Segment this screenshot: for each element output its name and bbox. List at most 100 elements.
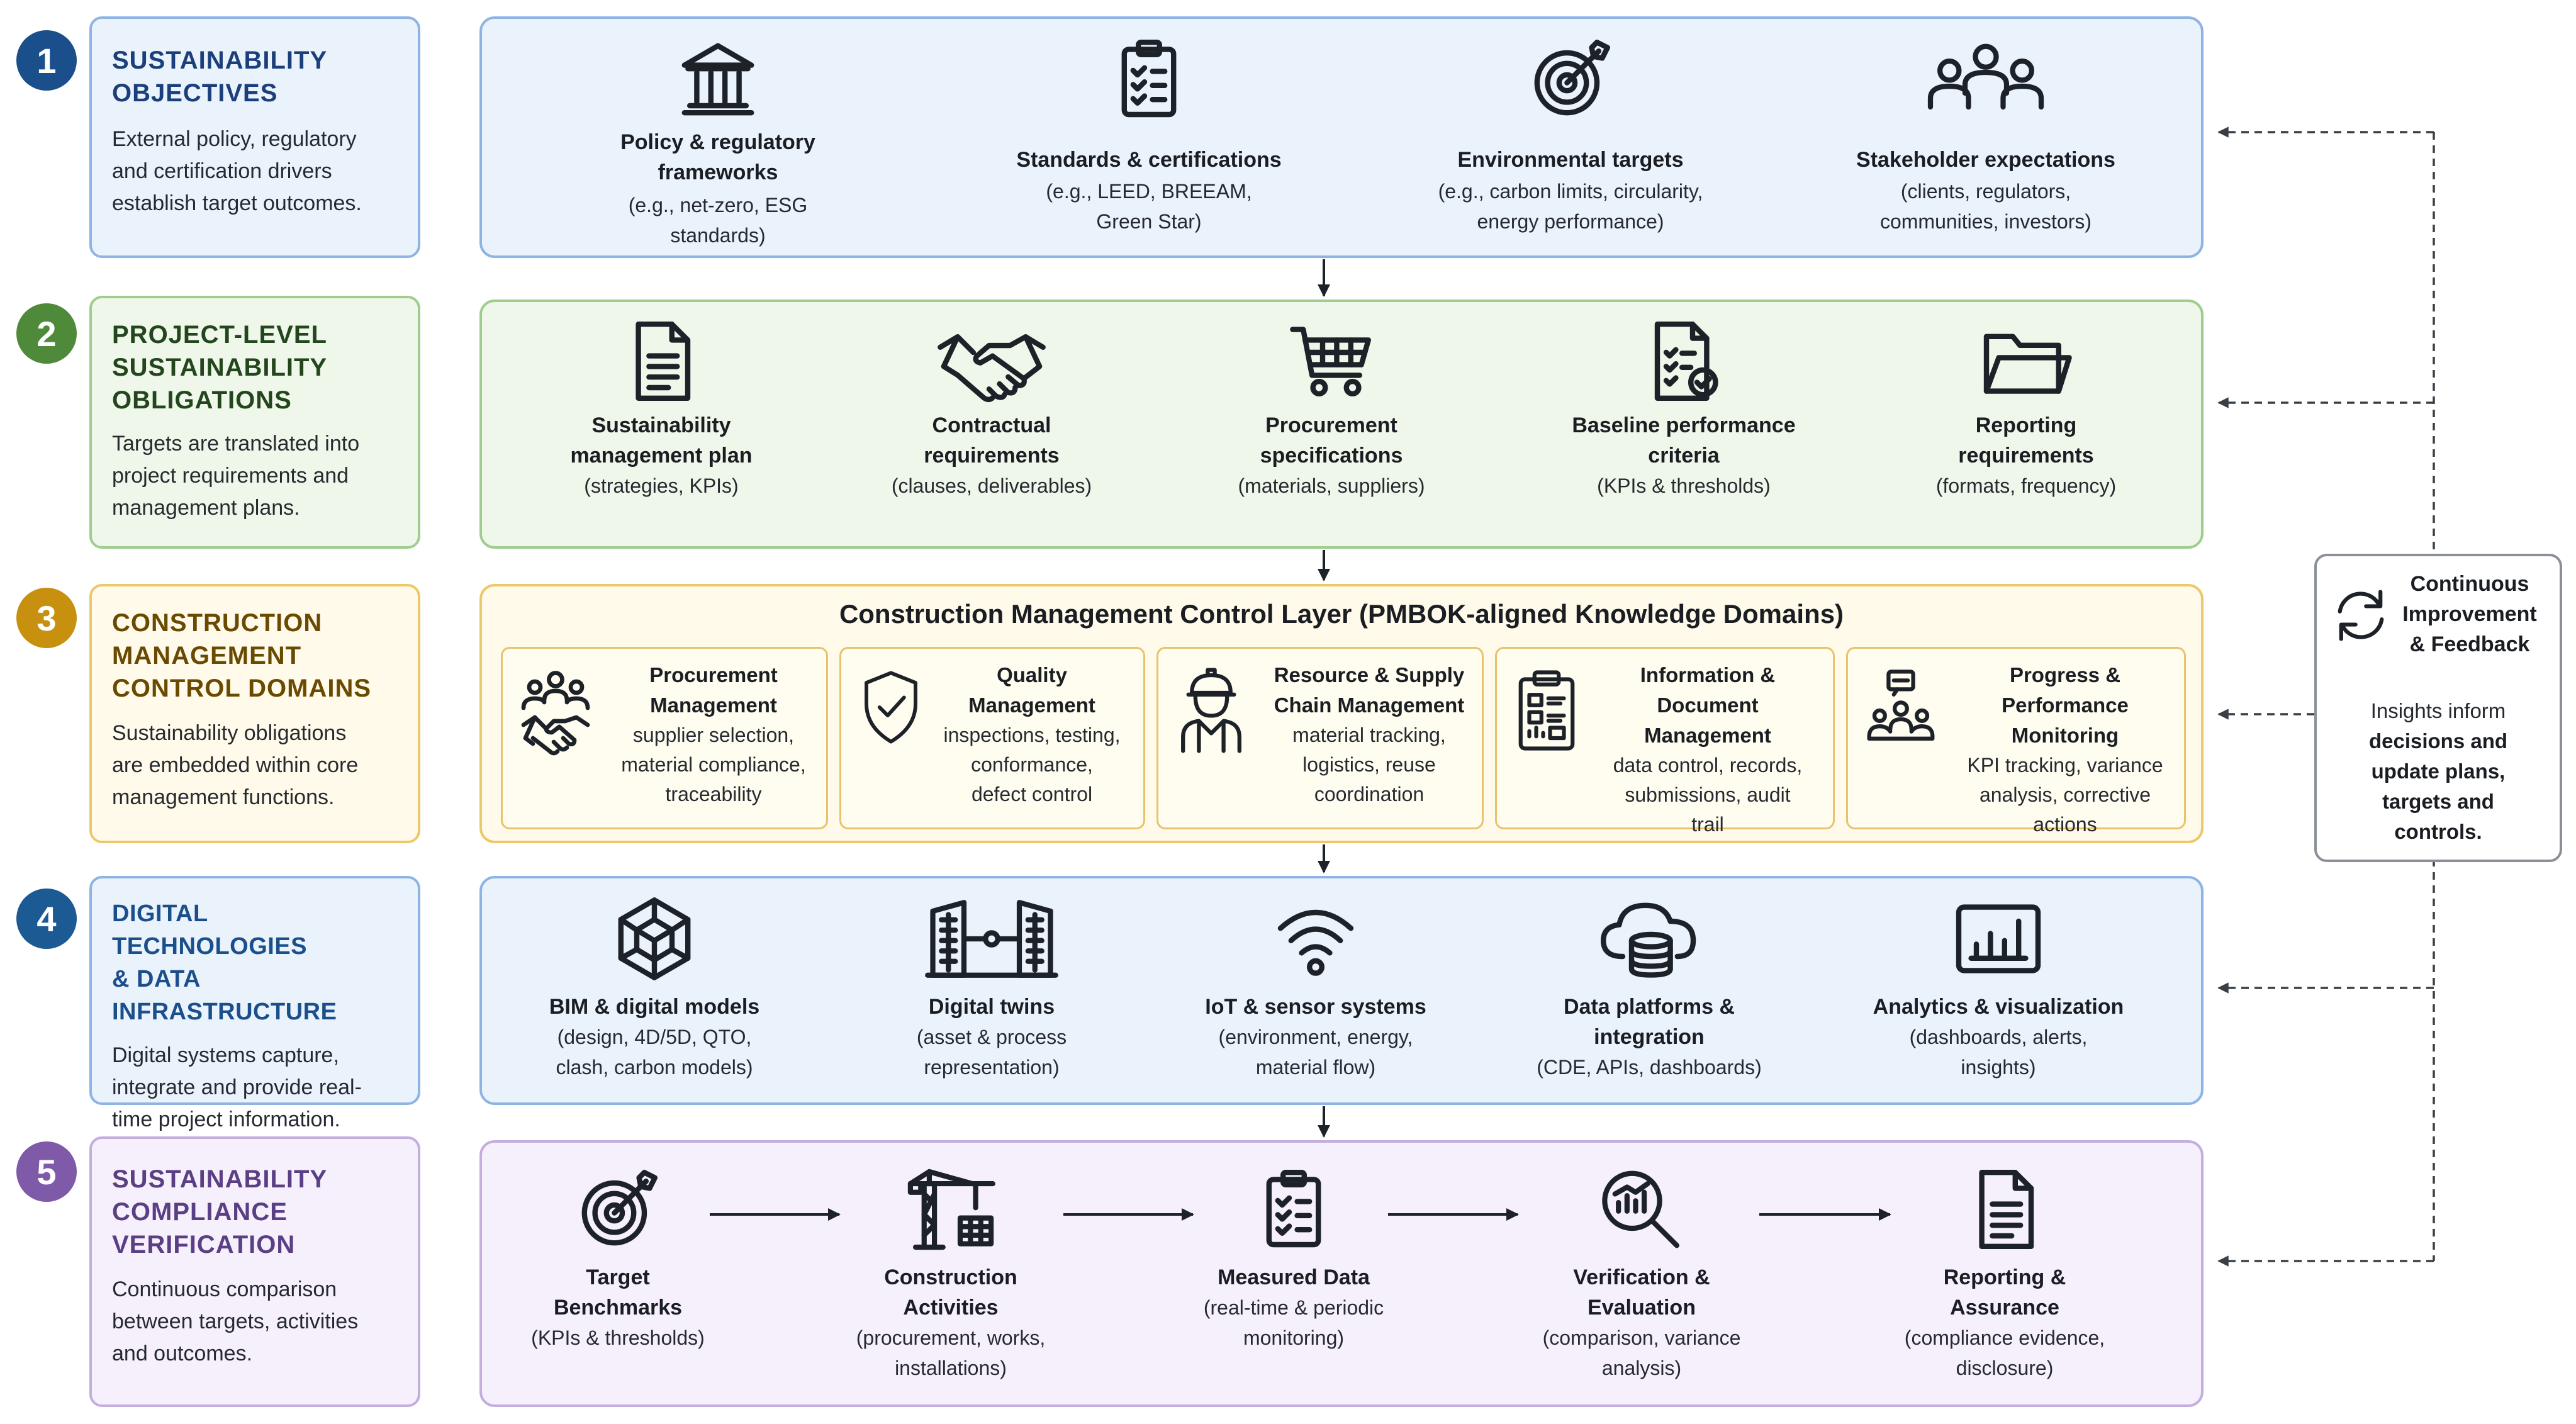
layer-2-number: 2	[16, 303, 77, 364]
item-subtitle: (e.g., net-zero, ESG	[628, 194, 808, 216]
layer-5-number: 5	[16, 1141, 77, 1202]
domain-title: Procurement	[649, 663, 778, 687]
handshake-icon	[938, 334, 1046, 403]
item-subtitle: (design, 4D/5D, QTO,	[557, 1026, 752, 1048]
bar-chart-monitor-icon	[1956, 904, 2041, 973]
item-subtitle: (clients, regulators,	[1900, 180, 2071, 203]
layer-4-title: DIGITAL TECHNOLOGIES& DATA INFRASTRUCTUR…	[112, 900, 337, 1025]
target-icon	[1534, 40, 1610, 116]
domain-subtitle: data control, records,	[1613, 754, 1803, 776]
item-subtitle: (e.g., LEED, BREEAM,	[1046, 180, 1252, 203]
control-layer-heading: Construction Management Control Layer (P…	[839, 599, 1844, 629]
people-group-icon	[1927, 43, 2044, 110]
item-subtitle: (procurement, works,	[856, 1326, 1046, 1349]
item-subtitle: (KPIs & thresholds)	[1597, 474, 1771, 497]
item-environmental-targets: Environmental targets (e.g., carbon limi…	[1394, 35, 1747, 237]
worker-icon	[1181, 668, 1241, 753]
item-title: Data platforms &	[1563, 995, 1735, 1019]
domain-subtitle: material tracking,	[1292, 724, 1446, 746]
item-iot-sensors: IoT & sensor systems (environment, energ…	[1171, 895, 1460, 1082]
domain-subtitle: KPI tracking, variance	[1967, 754, 2163, 776]
checklist-clipboard-icon	[1266, 1170, 1321, 1248]
item-title: Digital twins	[928, 995, 1055, 1019]
layer-3-panel: Construction Management Control Layer (P…	[479, 584, 2204, 843]
item-standards-certifications: Standards & certifications (e.g., LEED, …	[985, 35, 1313, 237]
checklist-document-icon	[1654, 322, 1718, 401]
domain-title: Information & Document	[1640, 663, 1776, 717]
item-subtitle: (dashboards, alerts,	[1909, 1026, 2088, 1048]
item-title: Environmental targets	[1457, 148, 1684, 172]
item-subtitle: (compliance evidence,	[1904, 1326, 2105, 1349]
item-title: BIM & digital models	[549, 995, 760, 1019]
item-reporting-assurance: Reporting &Assurance (compliance evidenc…	[1873, 1165, 2137, 1383]
item-subtitle: (environment, energy,	[1218, 1026, 1413, 1048]
item-subtitle: (real-time & periodic	[1203, 1296, 1384, 1319]
wireless-signal-icon	[1277, 909, 1354, 976]
item-subtitle: (CDE, APIs, dashboards)	[1537, 1056, 1762, 1079]
item-bim-models: BIM & digital models (design, 4D/5D, QTO…	[510, 895, 799, 1082]
item-title: Stakeholder expectations	[1856, 148, 2115, 172]
item-title: Construction	[884, 1265, 1017, 1289]
item-title: Analytics & visualization	[1873, 995, 2124, 1019]
item-title: Contractual	[932, 413, 1051, 437]
layer-4-number: 4	[16, 889, 77, 949]
domain-subtitle: inspections, testing,	[943, 724, 1121, 746]
layer-4-description: Digital systems capture,integrate and pr…	[112, 1043, 362, 1131]
layer-4-card: DIGITAL TECHNOLOGIES& DATA INFRASTRUCTUR…	[89, 876, 420, 1131]
item-stakeholder-expectations: Stakeholder expectations (clients, regul…	[1822, 35, 2149, 237]
report-document-icon	[1979, 1170, 2034, 1249]
item-analytics-visualization: Analytics & visualization (dashboards, a…	[1841, 895, 2156, 1082]
item-title: Verification &	[1573, 1265, 1710, 1289]
item-title: Baseline performance	[1572, 413, 1796, 437]
clipboard-data-icon	[1518, 670, 1575, 751]
layer-3-number: 3	[16, 588, 77, 648]
item-subtitle: (clauses, deliverables)	[891, 474, 1092, 497]
item-title: Reporting	[1975, 413, 2077, 437]
item-title: Reporting &	[1943, 1265, 2066, 1289]
folder-icon	[1983, 334, 2072, 394]
domain-title: Quality	[997, 663, 1067, 687]
item-title: Sustainability	[591, 413, 731, 437]
bim-cube-icon	[618, 897, 691, 980]
checklist-clipboard-icon	[1121, 40, 1177, 118]
item-subtitle: (strategies, KPIs)	[584, 474, 739, 497]
team-handshake-icon	[521, 671, 590, 756]
shopping-cart-icon	[1290, 327, 1371, 396]
item-subtitle: (KPIs & thresholds)	[531, 1326, 705, 1349]
item-title: Target	[586, 1265, 650, 1289]
item-subtitle: (asset & process	[916, 1026, 1067, 1048]
domain-subtitle: supplier selection,	[632, 724, 795, 746]
item-title: IoT & sensor systems	[1205, 995, 1426, 1019]
digital-twin-buildings-icon	[925, 900, 1058, 978]
item-subtitle: (e.g., carbon limits, circularity,	[1438, 180, 1703, 203]
refresh-cycle-icon	[2338, 590, 2384, 641]
item-subtitle: (formats, frequency)	[1935, 474, 2117, 497]
shield-check-icon	[865, 671, 917, 744]
team-monitor-icon	[1867, 670, 1935, 741]
item-title: Measured Data	[1218, 1265, 1370, 1289]
magnifier-chart-icon	[1602, 1170, 1679, 1248]
